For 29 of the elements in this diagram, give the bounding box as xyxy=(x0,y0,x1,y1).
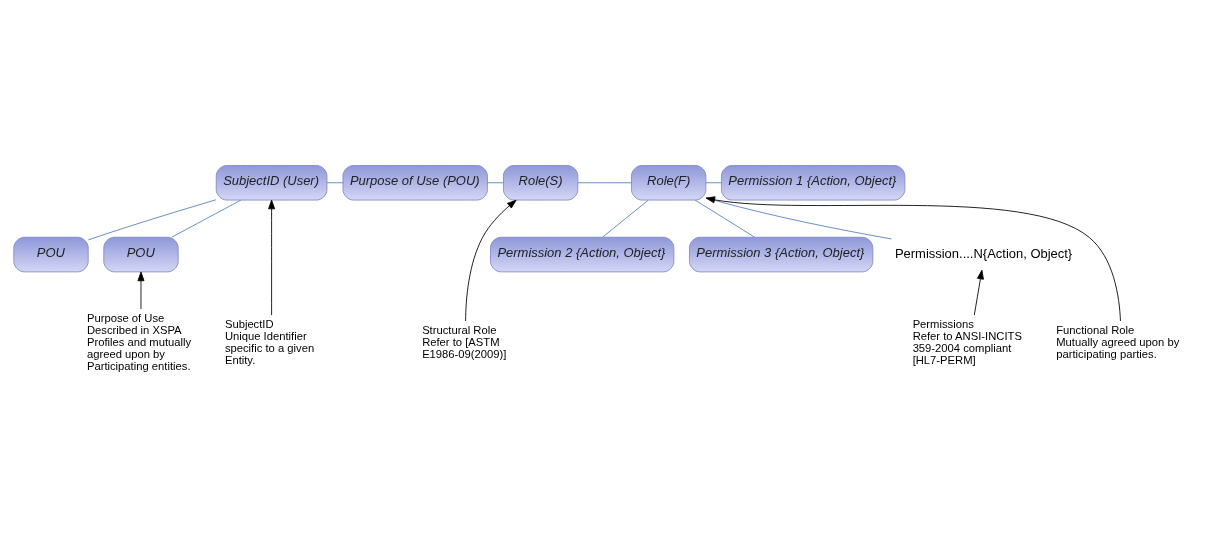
connector xyxy=(705,182,722,184)
connector xyxy=(694,199,755,238)
arrow xyxy=(465,199,517,322)
node-box: Role(S) xyxy=(503,165,579,201)
node-box: POU xyxy=(103,236,179,273)
node-box: POU xyxy=(13,236,89,273)
connector xyxy=(171,199,242,238)
connector xyxy=(577,182,632,184)
node-text: Functional Role Mutually agreed upon by participating parties. xyxy=(1056,323,1180,360)
connector xyxy=(326,182,344,184)
node-box: Permission 1 {Action, Object} xyxy=(721,165,906,201)
arrow xyxy=(705,196,1121,322)
arrow xyxy=(137,271,145,310)
node-box: Role(F) xyxy=(631,165,707,201)
connector xyxy=(487,182,504,184)
arrow xyxy=(973,269,984,316)
node-text: Permissions Refer to ANSI-INCITS 359-2004 compliant [HL7-PERM] xyxy=(912,317,1022,366)
connector xyxy=(602,199,649,238)
connector xyxy=(705,197,892,240)
node-text: Structural Role Refer to [ASTM E1986-09(2009)] xyxy=(422,323,507,360)
node-text: Permission....N{Action, Object} xyxy=(894,245,1073,261)
node-box: Permission 3 {Action, Object} xyxy=(689,236,874,273)
node-box: Permission 2 {Action, Object} xyxy=(490,236,675,273)
connector xyxy=(87,199,217,241)
node-text: Purpose of Use Described in XSPA Profiles and mutually agreed upon by Participating entities. xyxy=(86,311,192,372)
node-text: SubjectID Unique Identifier specific to a given Entity. xyxy=(224,317,315,366)
arrow xyxy=(268,199,276,316)
node-box: SubjectID (User) xyxy=(215,165,328,201)
node-box: Purpose of Use (POU) xyxy=(342,165,488,201)
